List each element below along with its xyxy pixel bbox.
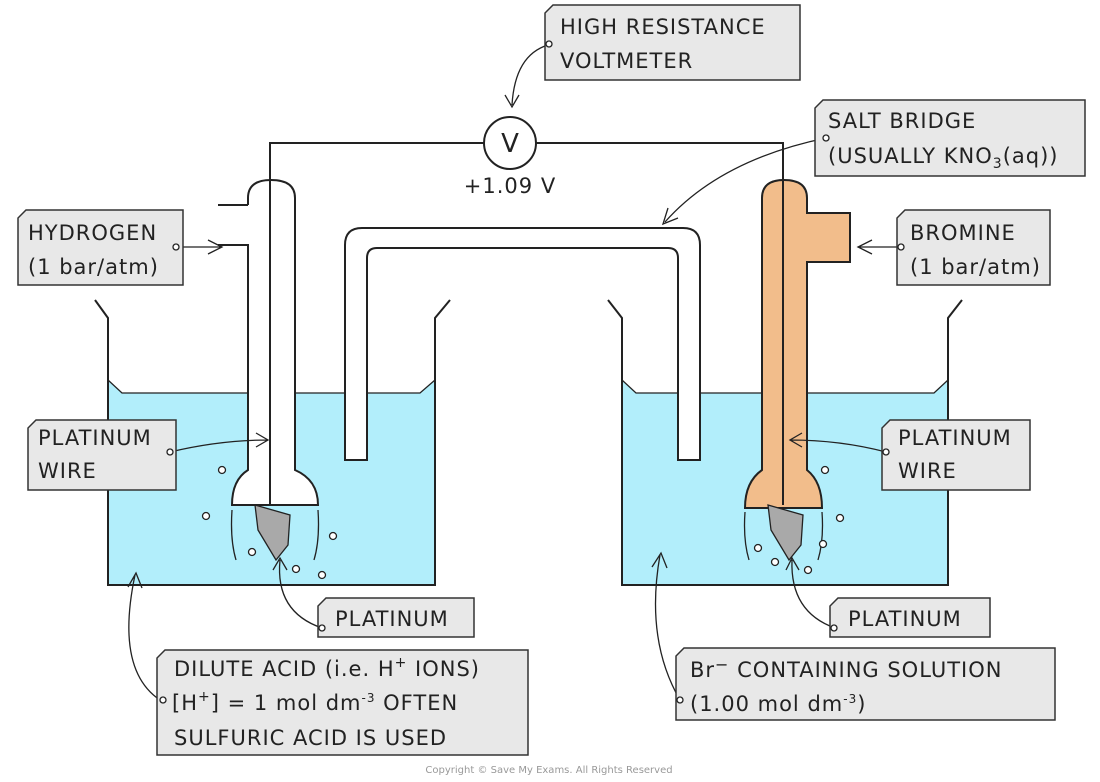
hydrogen-electrode bbox=[218, 178, 320, 562]
pointer-arrows bbox=[127, 44, 900, 701]
label-dilute-acid: DILUTE ACID (i.e. H+ IONS) [H+] = 1 mol … bbox=[156, 649, 529, 756]
label-salt-bridge: SALT BRIDGE (USUALLY KNO3(aq)) bbox=[814, 99, 1086, 177]
svg-text:DILUTE ACID (i.e. H+ IONS): DILUTE ACID (i.e. H+ IONS) bbox=[174, 655, 480, 681]
label-platinum-wire-right: PLATINUM WIRE bbox=[881, 419, 1031, 491]
label-bromine: BROMINE (1 bar/atm) bbox=[896, 209, 1051, 286]
svg-text:VOLTMETER: VOLTMETER bbox=[560, 49, 693, 73]
svg-text:[H+] = 1 mol dm-3 OFTEN: [H+] = 1 mol dm-3 OFTEN bbox=[172, 689, 458, 715]
label-voltmeter: HIGH RESISTANCE VOLTMETER bbox=[544, 4, 801, 81]
svg-text:PLATINUM: PLATINUM bbox=[848, 607, 962, 631]
voltmeter: V bbox=[483, 116, 537, 170]
svg-text:(1.00 mol dm-3): (1.00 mol dm-3) bbox=[690, 692, 866, 716]
svg-text:PLATINUM: PLATINUM bbox=[335, 607, 449, 631]
svg-text:(1 bar/atm): (1 bar/atm) bbox=[28, 255, 159, 279]
label-platinum-left: PLATINUM bbox=[317, 597, 475, 638]
platinum-foil-left bbox=[254, 504, 291, 562]
label-hydrogen: HYDROGEN (1 bar/atm) bbox=[17, 209, 184, 286]
svg-text:BROMINE: BROMINE bbox=[910, 221, 1016, 245]
svg-text:HYDROGEN: HYDROGEN bbox=[28, 221, 157, 245]
salt-bridge bbox=[344, 227, 701, 461]
label-br-solution: Br− CONTAINING SOLUTION (1.00 mol dm-3) bbox=[675, 647, 1056, 721]
svg-text:PLATINUM: PLATINUM bbox=[38, 426, 152, 450]
svg-text:WIRE: WIRE bbox=[38, 459, 97, 483]
svg-text:SULFURIC ACID IS USED: SULFURIC ACID IS USED bbox=[174, 726, 447, 750]
svg-text:WIRE: WIRE bbox=[898, 459, 957, 483]
voltage-reading: +1.09 V bbox=[464, 174, 556, 198]
gas-bubbles bbox=[201, 465, 845, 580]
voltmeter-symbol: V bbox=[501, 129, 519, 159]
copyright-text: Copyright © Save My Exams. All Rights Re… bbox=[425, 765, 672, 776]
platinum-foil-right bbox=[767, 504, 804, 562]
label-platinum-wire-left: PLATINUM WIRE bbox=[27, 419, 177, 491]
svg-text:(1 bar/atm): (1 bar/atm) bbox=[910, 255, 1041, 279]
bromine-electrode bbox=[743, 178, 851, 562]
svg-text:Br− CONTAINING SOLUTION: Br− CONTAINING SOLUTION bbox=[690, 655, 1003, 682]
svg-text:PLATINUM: PLATINUM bbox=[898, 426, 1012, 450]
svg-text:(USUALLY KNO3(aq)): (USUALLY KNO3(aq)) bbox=[828, 144, 1058, 172]
svg-text:SALT BRIDGE: SALT BRIDGE bbox=[828, 109, 976, 133]
label-platinum-right: PLATINUM bbox=[829, 597, 991, 638]
svg-text:HIGH RESISTANCE: HIGH RESISTANCE bbox=[560, 15, 766, 39]
